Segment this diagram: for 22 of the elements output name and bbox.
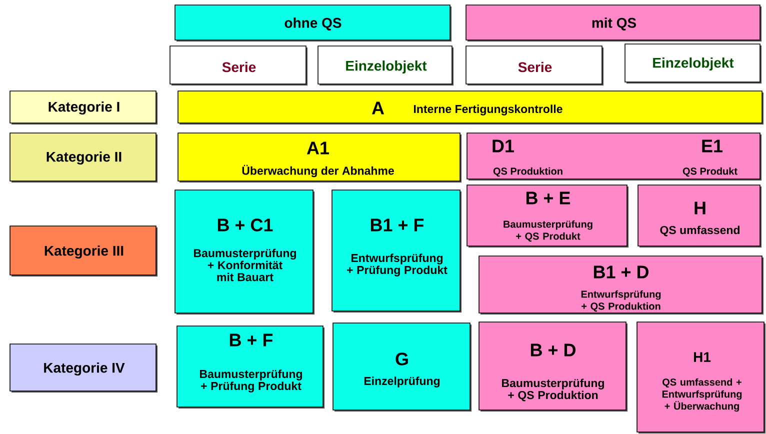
module-octagon: B + C1 Baumusterprüfung + Konformität mit Bauart [174, 190, 314, 314]
module-box: A1 Überwachung der Abnahme [178, 132, 462, 182]
subheader-box: Einzelobjekt [624, 44, 762, 84]
column-header: mit QS [466, 4, 762, 42]
column-header: ohne QS [174, 4, 452, 42]
module-octagon: B + E Baumusterprüfung + QS Produkt [466, 184, 628, 248]
module-octagon: H QS umfassend [638, 184, 762, 248]
module-octagon: H1 QS umfassend + Entwurfsprüfung + Überwachung [636, 322, 766, 434]
module-box: B1 + D Entwurfsprüfung + QS Produktion [478, 256, 764, 314]
module-octagon: B + D Baumusterprüfung + QS Produktion [478, 322, 628, 412]
module-box: D1 QS Produktion E1 QS Produkt [466, 132, 762, 180]
module-octagon: G Einzelprüfung [332, 322, 472, 412]
module-octagon: B1 + F Entwurfsprüfung + Prüfung Produkt [332, 190, 462, 312]
module-box: A Interne Fertigungskontrolle [178, 90, 764, 124]
category-box: Kategorie III [10, 226, 158, 276]
category-box: Kategorie I [10, 90, 158, 124]
subheader-box: Serie [170, 46, 308, 86]
module-octagon: B + F Baumusterprüfung + Prüfung Produkt [176, 326, 324, 408]
subheader-box: Serie [466, 46, 604, 86]
category-box: Kategorie II [10, 132, 158, 182]
category-box: Kategorie IV [10, 344, 158, 392]
subheader-box: Einzelobjekt [318, 46, 454, 86]
